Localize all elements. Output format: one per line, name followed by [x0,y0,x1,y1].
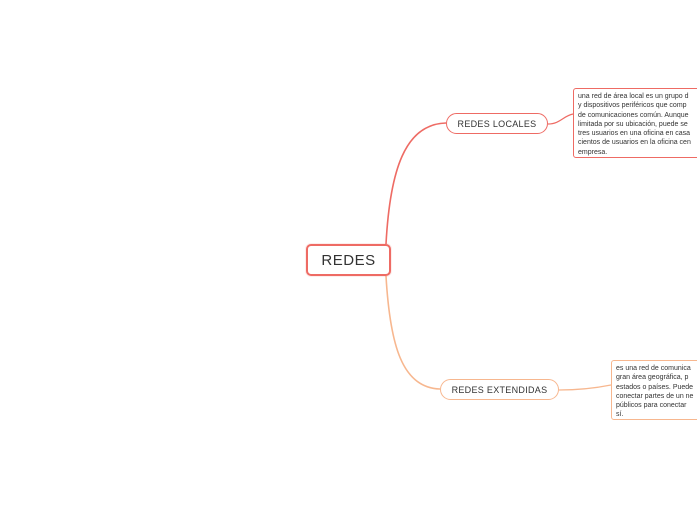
root-topic-label: REDES [321,251,376,269]
connector-root-to-redes-locales [385,122,447,245]
note-redes-locales[interactable]: una red de área local es un grupo d y di… [573,88,697,158]
topic-redes-extendidas-label: REDES EXTENDIDAS [451,384,548,395]
topic-redes-extendidas[interactable]: REDES EXTENDIDAS [440,379,559,400]
connector-redes-locales-to-note [547,113,574,125]
root-topic-redes[interactable]: REDES [306,244,391,276]
topic-redes-locales[interactable]: REDES LOCALES [446,113,548,134]
connector-root-to-redes-extendidas [385,275,441,390]
note-redes-extendidas[interactable]: es una red de comunica gran área geográf… [611,360,697,420]
topic-redes-locales-label: REDES LOCALES [457,118,537,129]
connector-redes-extendidas-to-note [558,384,612,391]
